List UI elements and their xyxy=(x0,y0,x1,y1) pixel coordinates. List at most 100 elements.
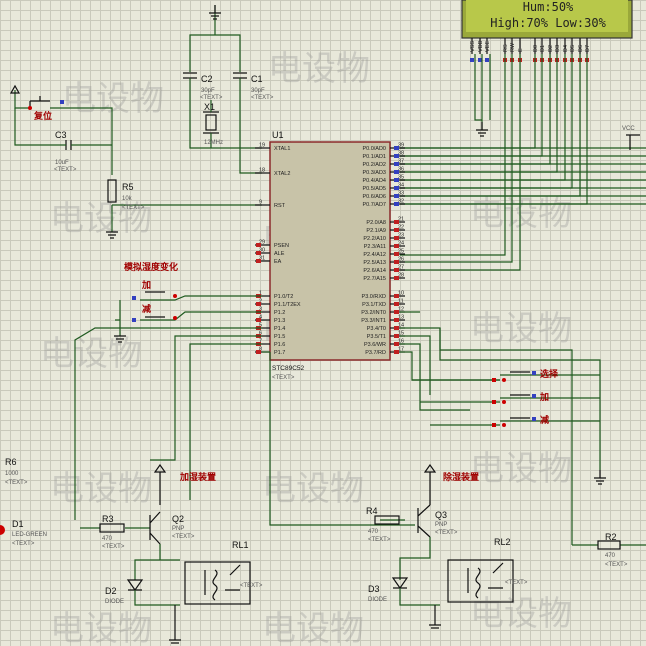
c2-ref: C2 xyxy=(201,74,213,84)
r6-value: 1000 xyxy=(5,471,19,477)
mcu-pin-number: 13 xyxy=(398,315,404,321)
lcd-pin-state xyxy=(478,58,482,62)
lcd-pin-state xyxy=(485,58,489,62)
mcu-pin-state xyxy=(394,276,399,280)
r6-ref: R6 xyxy=(5,457,17,467)
r4-ref: R4 xyxy=(366,506,378,516)
rl2-ref: RL2 xyxy=(494,537,511,547)
mcu-pin-state xyxy=(256,350,261,354)
dehumidifier-driver: 除湿装置 R4 470 <TEXT> Q3 PNP <TEXT> RL2 <TE… xyxy=(366,463,528,629)
r5-value: 10k xyxy=(122,196,133,202)
d1-value: LED-GREEN xyxy=(12,532,47,538)
mcu-pin-name: P1.5 xyxy=(274,334,285,340)
mcu-pin-name: P0.6/AD6 xyxy=(362,194,386,200)
mcu-pin-name: P1.6 xyxy=(274,342,285,348)
mcu-pin-state xyxy=(394,236,399,240)
mcu-pin-state xyxy=(256,302,261,306)
mcu-pin-number: 37 xyxy=(398,159,404,165)
lcd-line-2: High:70% Low:30% xyxy=(490,16,606,30)
text-placeholder: <TEXT> xyxy=(12,541,35,547)
mcu-pin-number: 31 xyxy=(259,256,265,262)
mcu-pin-state xyxy=(394,252,399,256)
mcu-pin-number: 6 xyxy=(259,331,262,337)
led-indicator: R6 1000 <TEXT> D1 LED-GREEN <TEXT> xyxy=(0,457,47,547)
humidifier-title: 加湿装置 xyxy=(179,471,216,482)
text-placeholder: <TEXT> xyxy=(272,375,295,381)
mcu-pin-number: 12 xyxy=(398,307,404,313)
r5-ref: R5 xyxy=(122,182,134,192)
d2-value: DIODE xyxy=(105,599,124,605)
lcd-bus-wires xyxy=(400,54,646,271)
crystal-oscillator: C2 30pF C1 30pF X1 12MHz <TEXT> <TEXT> xyxy=(183,5,274,174)
text-placeholder: <TEXT> xyxy=(251,95,274,101)
mcu-pin-number: 26 xyxy=(398,257,404,263)
r4-value: 470 xyxy=(368,529,379,535)
mcu-u1: U1 STC89C52 <TEXT> 19XTAL118XTAL29RST29P… xyxy=(255,130,405,381)
lcd-pin-state xyxy=(470,58,474,62)
lcd-pin-label: VSS xyxy=(470,41,476,52)
mcu-pin-state xyxy=(256,318,261,322)
mcu-pin-state xyxy=(394,326,399,330)
resistor-r2: R2 470 <TEXT> xyxy=(439,328,646,568)
watermark: 电设物 xyxy=(470,594,572,634)
text-placeholder: <TEXT> xyxy=(605,562,628,568)
mcu-pin-number: 19 xyxy=(259,143,265,149)
mcu-pin-name: P2.0/A8 xyxy=(366,220,386,226)
mcu-pin-number: 5 xyxy=(259,323,262,329)
mcu-pin-state xyxy=(394,318,399,322)
mcu-pin-name: XTAL1 xyxy=(274,146,290,152)
x1-value: 12MHz xyxy=(204,140,223,146)
mcu-pins: 19XTAL118XTAL29RST29PSEN30ALE31EA1P1.0/T… xyxy=(255,143,405,356)
q2-ref: Q2 xyxy=(172,514,184,524)
mcu-pin-state xyxy=(394,350,399,354)
sim-title: 模拟湿度变化 xyxy=(124,261,178,272)
lcd-pin-label: RW xyxy=(510,42,516,52)
lcd-pin-label: D2 xyxy=(548,45,554,52)
mcu-pin-number: 18 xyxy=(259,168,265,174)
dehumidifier-title: 除湿装置 xyxy=(443,471,479,482)
lcd-ground-symbol xyxy=(476,122,488,137)
mcu-pin-state xyxy=(394,260,399,264)
mcu-pin-number: 33 xyxy=(398,191,404,197)
r3-ref: R3 xyxy=(102,514,114,524)
mcu-pin-number: 9 xyxy=(259,200,262,206)
p1-control-wires xyxy=(74,311,601,526)
mcu-pin-state xyxy=(394,162,399,166)
mcu-pin-number: 23 xyxy=(398,233,404,239)
lcd-pin-label: D1 xyxy=(540,45,546,52)
mcu-pin-number: 7 xyxy=(259,339,262,345)
q3-type: PNP xyxy=(435,522,447,528)
watermark: 电设物 xyxy=(50,199,152,239)
q3-ref: Q3 xyxy=(435,510,447,520)
mcu-pin-state xyxy=(394,310,399,314)
c1-ref: C1 xyxy=(251,74,263,84)
mcu-pin-name: P2.2/A10 xyxy=(363,236,386,242)
mcu-pin-number: 24 xyxy=(398,241,404,247)
r2-ref: R2 xyxy=(605,532,617,542)
mcu-pin-name: P2.7/A15 xyxy=(363,276,386,282)
text-placeholder: <TEXT> xyxy=(240,583,263,589)
mcu-pin-number: 4 xyxy=(259,315,262,321)
mcu-pin-number: 15 xyxy=(398,331,404,337)
sim-add-label: 加 xyxy=(141,279,151,290)
mcu-pin-name: P2.5/A13 xyxy=(363,260,386,266)
mcu-pin-state xyxy=(394,268,399,272)
mcu-pin-state xyxy=(394,202,399,206)
mcu-pin-name: XTAL2 xyxy=(274,171,290,177)
r2-value: 470 xyxy=(605,553,616,559)
mcu-pin-name: P0.3/AD3 xyxy=(362,170,386,176)
rl1-ref: RL1 xyxy=(232,540,249,550)
mcu-ref: U1 xyxy=(272,130,284,140)
mcu-pin-name: EA xyxy=(274,259,282,265)
mcu-pin-state xyxy=(394,178,399,182)
watermark: 电设物 xyxy=(268,49,370,89)
mcu-pin-state xyxy=(394,302,399,306)
lcd-pin-label: D7 xyxy=(585,45,591,52)
lcd-pin-label: D4 xyxy=(563,45,569,52)
mcu-pin-number: 29 xyxy=(259,240,265,246)
mcu-pin-number: 10 xyxy=(398,291,404,297)
x1-ref: X1 xyxy=(204,102,215,112)
mcu-pin-state xyxy=(256,243,261,247)
